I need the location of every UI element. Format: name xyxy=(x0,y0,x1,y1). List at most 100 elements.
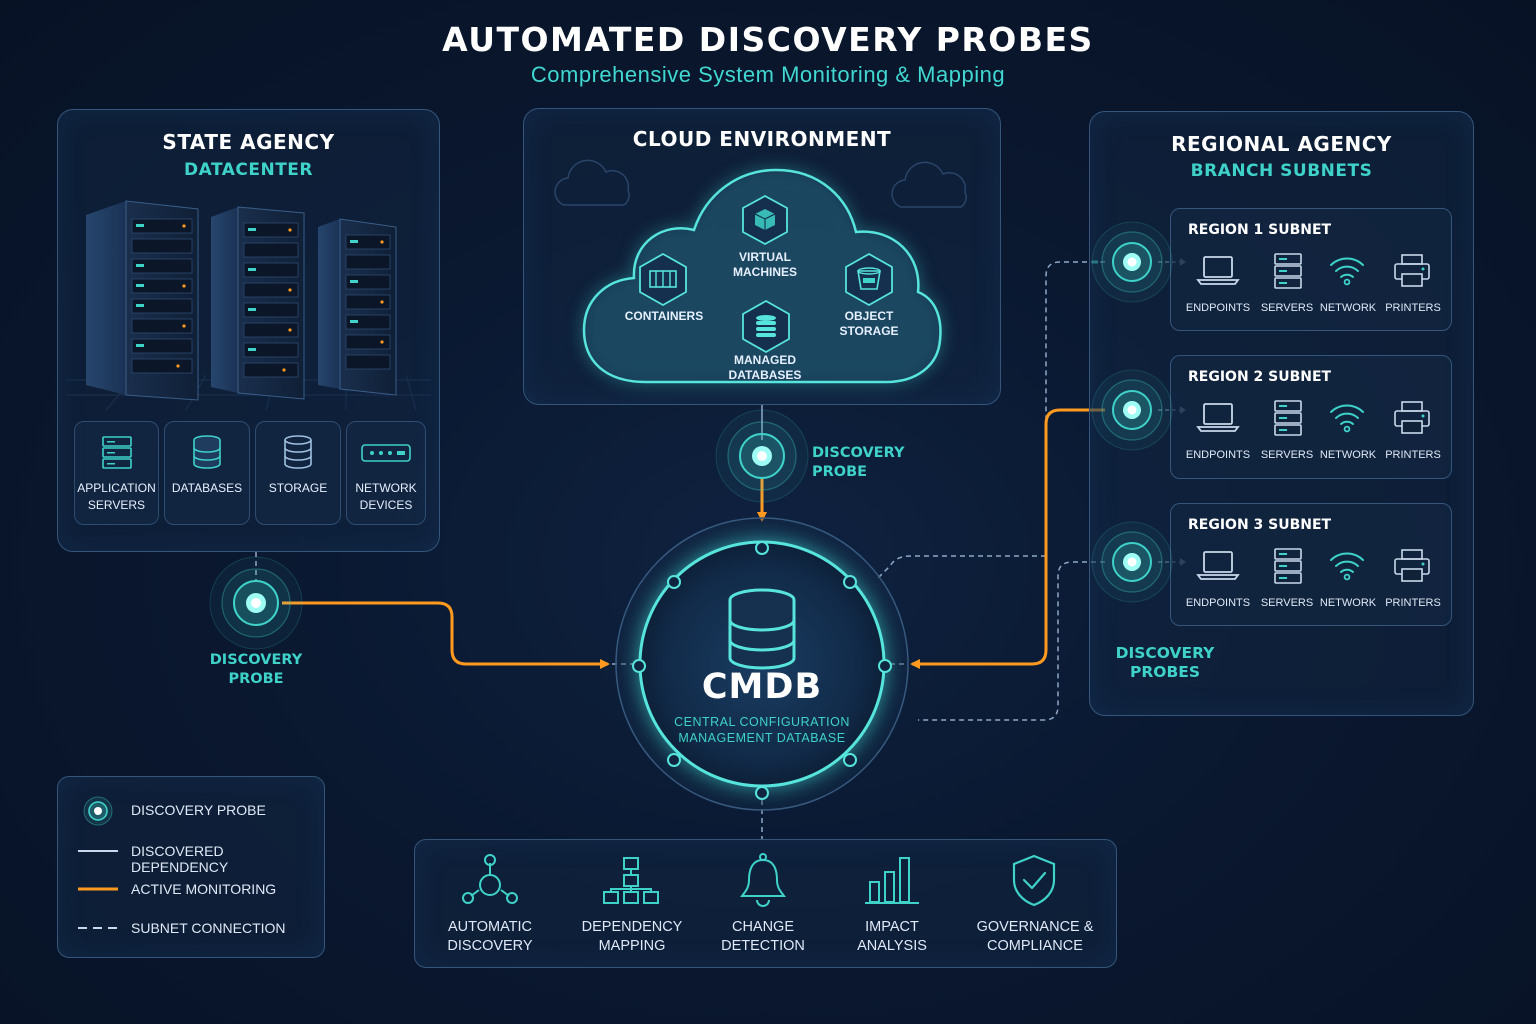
device-label-network: NETWORK xyxy=(1319,449,1377,461)
tile-label: DATABASES xyxy=(171,481,243,495)
legend-panel: DISCOVERY PROBE DISCOVERED DEPENDENCY AC… xyxy=(57,776,325,958)
legend-label-subnet: SUBNET CONNECTION xyxy=(131,920,286,936)
page-subtitle: Comprehensive System Monitoring & Mappin… xyxy=(530,62,1006,87)
cloud-shape xyxy=(582,168,942,384)
regional-agency-title: REGIONAL AGENCY xyxy=(1171,132,1392,156)
legend-symbol-orange-line xyxy=(78,887,118,891)
wifi-icon xyxy=(1330,257,1364,286)
bell-icon[interactable] xyxy=(739,852,787,908)
database-icon xyxy=(742,299,790,354)
tile-storage[interactable]: STORAGE xyxy=(255,421,341,525)
region-title: REGION 1 SUBNET xyxy=(1188,222,1332,238)
server-rack-2 xyxy=(211,206,305,400)
region-2-subnet-box[interactable]: REGION 2 SUBNET ENDPOINTS SERVERS NETWORK P… xyxy=(1170,355,1452,479)
device-label-endpoints: ENDPOINTS xyxy=(1185,449,1251,461)
server-racks-illustration xyxy=(66,200,431,411)
legend-symbol-probe xyxy=(83,796,113,826)
state-agency-subtitle: DATACENTER xyxy=(184,160,313,180)
discovery-probe-region-2[interactable] xyxy=(1082,360,1182,460)
hierarchy-icon[interactable] xyxy=(602,856,660,906)
bucket-icon xyxy=(845,252,893,307)
legend-label-probe: DISCOVERY PROBE xyxy=(131,802,266,818)
server-rack-1 xyxy=(86,200,199,401)
page-title: AUTOMATED DISCOVERY PROBES xyxy=(442,20,1094,59)
device-label-endpoints: ENDPOINTS xyxy=(1185,597,1251,609)
legend-label-monitoring: ACTIVE MONITORING xyxy=(131,881,277,897)
server-icon xyxy=(102,436,132,469)
cmdb-hub[interactable] xyxy=(612,516,912,816)
subnet-connection-region-3 xyxy=(918,561,1105,721)
cube-icon xyxy=(742,194,788,246)
bar-chart-icon[interactable] xyxy=(865,854,923,906)
cmdb-title: CMDB xyxy=(701,667,823,707)
tile-label: STORAGE xyxy=(268,481,328,495)
laptop-icon xyxy=(1196,551,1240,580)
storage-icon xyxy=(284,435,312,469)
device-label-printers: PRINTERS xyxy=(1385,449,1441,461)
server-icon xyxy=(1274,400,1302,436)
discovery-probe-region-3[interactable] xyxy=(1082,512,1182,612)
device-label-network: NETWORK xyxy=(1319,302,1377,314)
laptop-icon xyxy=(1196,403,1240,432)
wifi-icon xyxy=(1330,404,1364,433)
region-3-subnet-box[interactable]: REGION 3 SUBNET ENDPOINTS SERVERS NETWORK P… xyxy=(1170,503,1452,626)
region-title: REGION 2 SUBNET xyxy=(1188,369,1332,385)
server-icon xyxy=(1274,548,1302,584)
shield-check-icon[interactable] xyxy=(1011,854,1057,908)
legend-symbol-dashed-line xyxy=(78,927,118,929)
device-label-servers: SERVERS xyxy=(1260,302,1314,314)
cloud-title: CLOUD ENVIRONMENT xyxy=(632,127,892,151)
decorative-cloud-icon xyxy=(891,161,967,208)
discovery-probe-state[interactable] xyxy=(206,553,306,653)
active-monitoring-line-state xyxy=(282,601,610,669)
server-rack-3 xyxy=(318,218,397,396)
tile-databases[interactable]: DATABASES xyxy=(164,421,250,525)
discovery-probe-cloud[interactable] xyxy=(712,406,812,506)
server-icon xyxy=(1274,253,1302,289)
legend-symbol-solid-line xyxy=(78,850,118,852)
container-icon xyxy=(639,252,687,307)
state-agency-panel: STATE AGENCY DATACENTER xyxy=(57,109,440,552)
printer-icon xyxy=(1394,549,1430,582)
database-icon xyxy=(728,588,796,670)
service-label-containers: CONTAINERS xyxy=(624,309,704,323)
device-label-network: NETWORK xyxy=(1319,597,1377,609)
state-agency-title: STATE AGENCY xyxy=(162,130,335,154)
discovery-probe-region-1[interactable] xyxy=(1082,212,1182,312)
region-title: REGION 3 SUBNET xyxy=(1188,517,1332,533)
printer-icon xyxy=(1394,401,1430,434)
capability-label-governance: GOVERNANCE &COMPLIANCE xyxy=(976,919,1094,954)
legend-label-dependency: DISCOVERED DEPENDENCY xyxy=(131,843,229,875)
network-device-icon xyxy=(361,444,411,462)
printer-icon xyxy=(1394,254,1430,287)
decorative-cloud-icon xyxy=(554,159,630,206)
regional-agency-subtitle: BRANCH SUBNETS xyxy=(1190,161,1373,181)
active-monitoring-line-region xyxy=(910,408,1105,669)
region-1-subnet-box[interactable]: REGION 1 SUBNET ENDPOINTS SERVERS NETWORK P… xyxy=(1170,208,1452,331)
device-label-printers: PRINTERS xyxy=(1385,597,1441,609)
database-icon xyxy=(193,435,221,469)
network-nodes-icon[interactable] xyxy=(461,854,519,906)
wifi-icon xyxy=(1330,552,1364,581)
device-label-servers: SERVERS xyxy=(1260,597,1314,609)
subnet-connection-region-1 xyxy=(1045,261,1105,420)
device-label-servers: SERVERS xyxy=(1260,449,1314,461)
device-label-printers: PRINTERS xyxy=(1385,302,1441,314)
device-label-endpoints: ENDPOINTS xyxy=(1185,302,1251,314)
